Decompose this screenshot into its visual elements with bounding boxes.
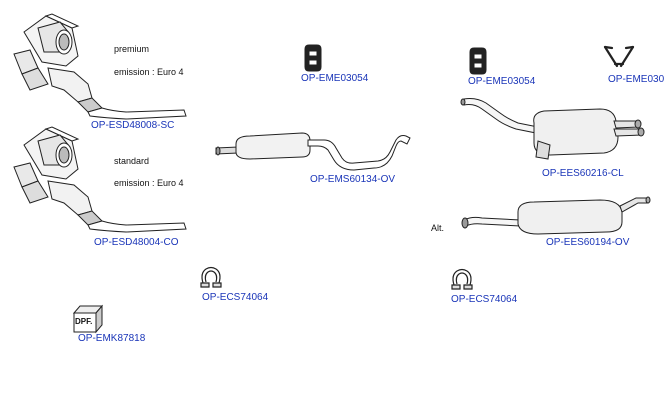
part-label-mount-right[interactable]: OP-EME03054 [468,76,536,87]
rear-silencer-twin-icon[interactable] [460,97,660,167]
catalytic-converter-dpf-icon[interactable] [8,12,193,122]
part-label-hanger-right[interactable]: OP-EME030 [608,74,665,85]
grade-standard: standard [114,156,150,166]
part-label-middle-silencer[interactable]: OP-EMS60134-OV [310,174,396,185]
emission-standard: emission : Euro 4 [114,178,184,188]
hanger-icon[interactable] [602,44,636,70]
part-label-dpf-premium[interactable]: OP-ESD48008-SC [91,120,175,131]
dpf-kit-box-icon[interactable]: DPF. [70,305,106,333]
catalytic-converter-dpf-icon[interactable] [8,125,193,237]
rear-silencer-icon[interactable] [460,190,660,240]
dpf-badge: DPF. [75,317,93,326]
part-label-clamp-right[interactable]: OP-ECS74064 [451,294,518,305]
alt-note: Alt. [431,223,445,233]
part-label-dpf-kit[interactable]: OP-EMK87818 [78,333,146,344]
part-label-clamp-left[interactable]: OP-ECS74064 [202,292,269,303]
part-label-dpf-standard[interactable]: OP-ESD48004-CO [94,237,179,248]
emission-premium: emission : Euro 4 [114,67,184,77]
clamp-icon[interactable] [449,267,475,291]
part-label-rear-silencer-cl[interactable]: OP-EES60216-CL [542,168,624,179]
grade-premium: premium [114,44,150,54]
rubber-mount-icon[interactable] [468,48,488,74]
part-label-rear-silencer-ov[interactable]: OP-EES60194-OV [546,237,630,248]
part-label-mount-center[interactable]: OP-EME03054 [301,73,369,84]
clamp-icon[interactable] [198,265,224,289]
rubber-mount-icon[interactable] [303,45,323,71]
middle-silencer-icon[interactable] [214,128,414,174]
